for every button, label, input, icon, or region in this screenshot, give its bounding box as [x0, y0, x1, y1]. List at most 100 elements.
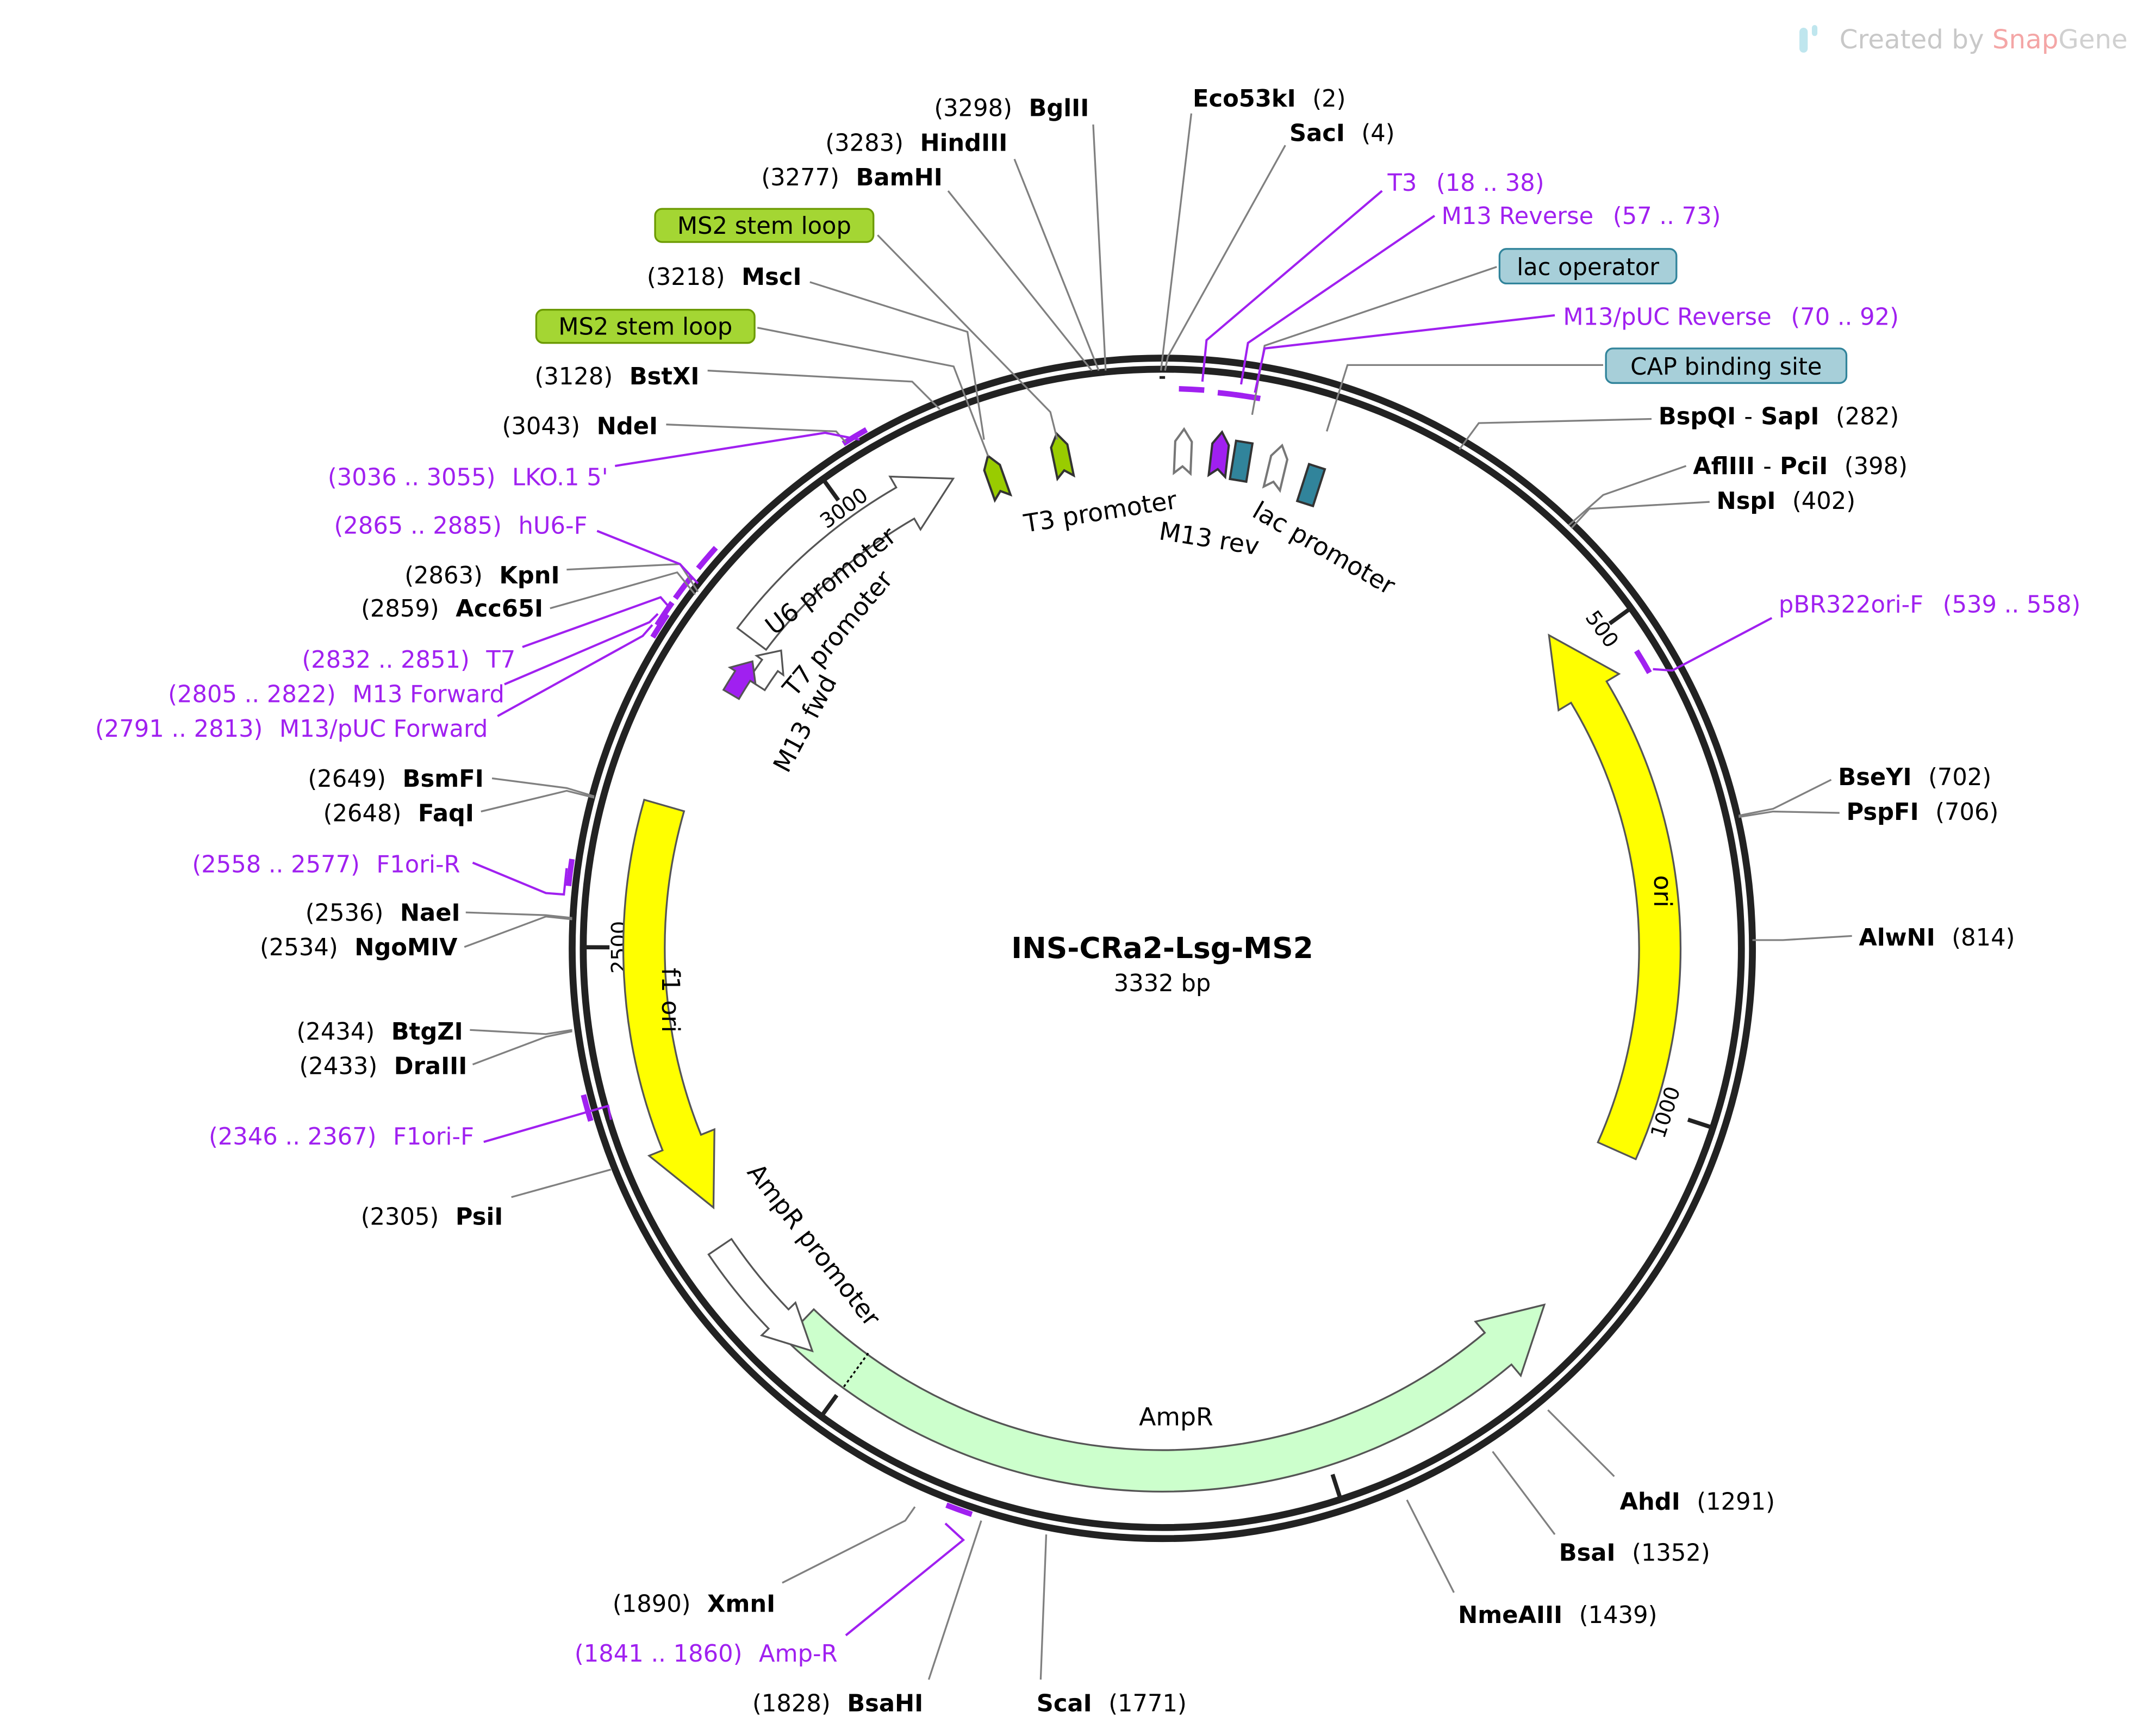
primer-label[interactable]: (1841 .. 1860)Amp-R: [575, 1640, 838, 1668]
watermark-prefix: Created by: [1840, 24, 1992, 55]
primer-label[interactable]: (3036 .. 3055)LKO.1 5': [328, 464, 608, 492]
feature-label-lac-promoter[interactable]: lac promoter: [1248, 496, 1400, 600]
primer-name: F1ori-F: [393, 1123, 474, 1151]
primer-binding-mark: [565, 859, 575, 886]
enzyme-labels: (3298) BglII (3283)HindIII (3277)BamHI (3…: [260, 85, 2015, 1718]
enzyme-position: (2859): [361, 595, 439, 623]
enzyme-leader-lines: [464, 113, 1852, 1680]
enzyme-name: BglII: [1029, 95, 1089, 122]
enzyme-label[interactable]: BspQI-SapI(282): [1659, 403, 1899, 431]
callout-label: lac operator: [1517, 254, 1659, 281]
primer-label[interactable]: (2865 .. 2885)hU6-F: [334, 513, 587, 540]
enzyme-name: NdeI: [597, 413, 658, 440]
tick-mark: [820, 1394, 839, 1417]
watermark-brand: Snap: [1992, 24, 2059, 55]
enzyme-label[interactable]: BsaI(1352): [1559, 1539, 1710, 1566]
feature-label-f1-ori[interactable]: f1 ori: [656, 968, 685, 1033]
features: [622, 427, 1682, 1493]
enzyme-label[interactable]: ScaI(1771): [1037, 1690, 1187, 1718]
ampr-arrow: [783, 1303, 1546, 1493]
primer-label[interactable]: (2346 .. 2367) F1ori-F: [209, 1123, 474, 1151]
enzyme-label[interactable]: (2433)DraIII: [300, 1053, 468, 1080]
primer-name: M13 Forward: [352, 681, 504, 708]
primer-range: (1841 .. 1860): [575, 1640, 743, 1668]
enzyme-label[interactable]: (2863)KpnI: [404, 562, 559, 589]
enzyme-name: BsmFI: [403, 766, 484, 793]
primer-label[interactable]: (2805 .. 2822)M13 Forward: [168, 681, 504, 708]
callout-ms2-stem-loop[interactable]: MS2 stem loop: [654, 208, 875, 243]
callout-ms2-stem-loop[interactable]: MS2 stem loop: [535, 309, 756, 344]
enzyme-position: (2649): [308, 766, 386, 793]
enzyme-label[interactable]: (1890)XmnI: [613, 1591, 775, 1618]
feature-label-m13-rev[interactable]: M13 rev: [1157, 517, 1261, 561]
enzyme-position: (3298): [934, 95, 1012, 122]
primer-range: (539 .. 558): [1943, 591, 2081, 618]
callout-lac-operator[interactable]: lac operator: [1498, 248, 1678, 285]
primer-label[interactable]: M13/pUC Reverse (70 .. 92): [1563, 304, 1899, 331]
enzyme-label[interactable]: (3283)HindIII: [825, 129, 1007, 157]
primer-name: pBR322ori-F: [1779, 591, 1923, 618]
m13-fwd-arrow: [722, 660, 757, 700]
tick-mark: [1330, 1473, 1342, 1499]
primer-range: (2791 .. 2813): [95, 716, 263, 743]
cap-binding-site-box: [1295, 463, 1326, 508]
feature-label-ori[interactable]: ori: [1648, 875, 1677, 907]
enzyme-label[interactable]: (3298) BglII: [934, 95, 1089, 122]
enzyme-label[interactable]: PspFI(706): [1847, 799, 1999, 826]
lac-operator-box: [1229, 439, 1254, 483]
enzyme-label[interactable]: (2534)NgoMIV: [260, 934, 458, 961]
enzyme-label[interactable]: NspI(402): [1717, 488, 1856, 515]
t3-promoter-arrow: [1173, 427, 1193, 476]
enzyme-label[interactable]: (3218)MscI: [647, 264, 802, 291]
enzyme-name: SapI: [1761, 403, 1819, 431]
enzyme-position: (2536): [306, 899, 384, 926]
enzyme-label[interactable]: (2859)Acc65I: [361, 595, 543, 623]
primer-range: (57 .. 73): [1613, 203, 1721, 230]
enzyme-name: PsiI: [456, 1204, 503, 1231]
snapgene-logo-icon: [1799, 24, 1818, 53]
enzyme-label[interactable]: (2648)FaqI: [323, 800, 474, 827]
primer-name: T3: [1387, 170, 1417, 197]
ampr-dotted-divider: [841, 1352, 869, 1390]
primer-range: (70 .. 92): [1791, 304, 1899, 331]
feature-label-t3-promoter[interactable]: T3 promoter: [1021, 486, 1179, 538]
primer-labels: T3(18 .. 38) M13 Reverse(57 .. 73) M13/p…: [95, 170, 2080, 1668]
enzyme-label[interactable]: (2649) BsmFI: [308, 766, 483, 793]
enzyme-label[interactable]: (2305)PsiI: [361, 1204, 503, 1231]
enzyme-label[interactable]: (2434)BtgZI: [297, 1018, 463, 1046]
primer-label[interactable]: (2558 .. 2577)F1ori-R: [192, 851, 460, 878]
enzyme-label[interactable]: Eco53kI(2): [1193, 85, 1345, 113]
primer-name: F1ori-R: [376, 851, 460, 878]
enzyme-label[interactable]: (1828)BsaHI: [752, 1690, 923, 1718]
enzyme-position: (2433): [300, 1053, 378, 1080]
primer-range: (2346 .. 2367): [209, 1123, 377, 1151]
enzyme-label[interactable]: (3128)BstXI: [535, 363, 700, 390]
enzyme-position: (3218): [647, 264, 725, 291]
enzyme-label[interactable]: NmeAIII(1439): [1458, 1602, 1657, 1629]
primer-label[interactable]: (2832 .. 2851)T7: [302, 646, 515, 674]
enzyme-label[interactable]: (3277)BamHI: [761, 164, 943, 191]
feature-label-ampr[interactable]: AmpR: [1139, 1402, 1213, 1431]
enzyme-position: (1291): [1697, 1488, 1775, 1515]
enzyme-label[interactable]: AflIII-PciI(398): [1693, 453, 1908, 480]
enzyme-position: (3128): [535, 363, 613, 390]
primer-name: hU6-F: [519, 513, 588, 540]
primer-label[interactable]: M13 Reverse(57 .. 73): [1442, 203, 1721, 230]
primer-range: (2832 .. 2851): [302, 646, 470, 674]
primer-label[interactable]: pBR322ori-F (539 .. 558): [1779, 591, 2080, 618]
callout-cap-binding-site[interactable]: CAP binding site: [1605, 347, 1848, 384]
tick-mark: [1608, 607, 1631, 625]
tick-label: 500: [1581, 606, 1623, 652]
enzyme-label[interactable]: BseYI(702): [1838, 764, 1991, 791]
enzyme-position: (1439): [1579, 1602, 1657, 1629]
primer-name: M13/pUC Reverse: [1563, 304, 1771, 331]
enzyme-label[interactable]: AlwNI(814): [1859, 924, 2015, 952]
enzyme-label[interactable]: SacI(4): [1289, 120, 1395, 147]
enzyme-label[interactable]: (3043)NdeI: [502, 413, 658, 440]
enzyme-label[interactable]: AhdI(1291): [1620, 1488, 1775, 1515]
enzyme-label[interactable]: (2536)NaeI: [306, 899, 460, 926]
primer-label[interactable]: (2791 .. 2813)M13/pUC Forward: [95, 716, 488, 743]
enzyme-name: NgoMIV: [354, 934, 458, 961]
primer-binding-mark: [842, 427, 868, 446]
primer-label[interactable]: T3(18 .. 38): [1387, 170, 1544, 197]
